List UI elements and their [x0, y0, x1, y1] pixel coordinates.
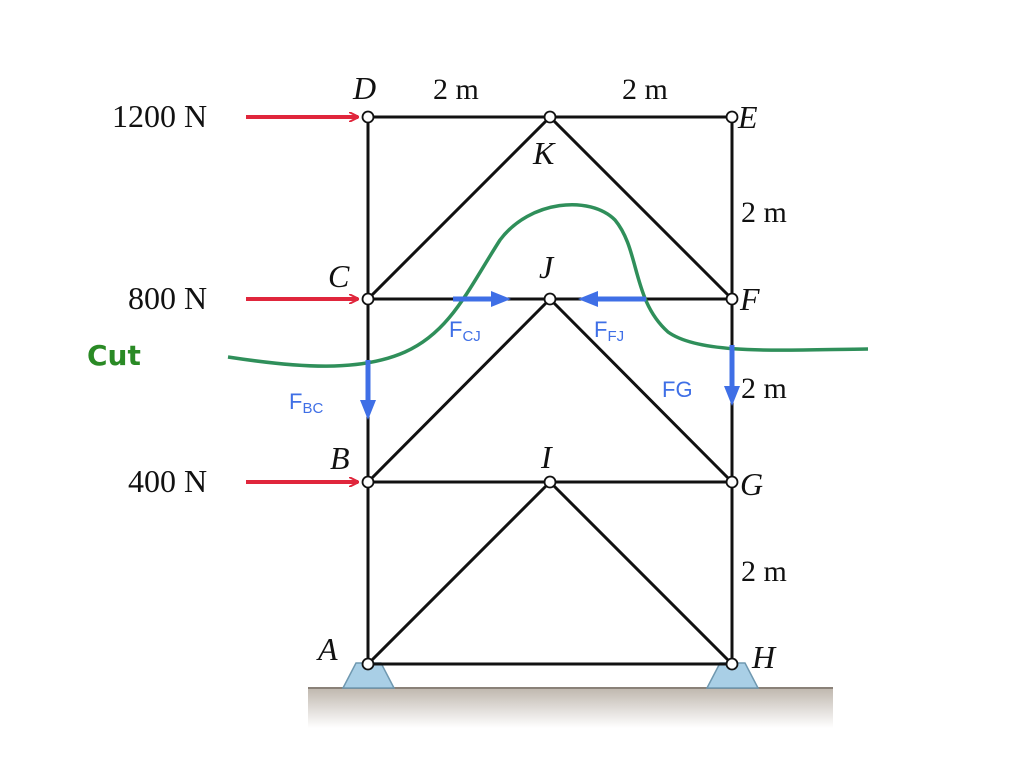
force-label-fbc: FBC [289, 389, 323, 417]
node-label-c: C [328, 258, 350, 294]
joint-g [725, 475, 739, 489]
ground [308, 688, 833, 728]
joint-b [361, 475, 375, 489]
node-label-g: G [740, 466, 763, 502]
force-label-fbc-main: F [289, 389, 302, 414]
dimension-right-fg: 2 m [741, 372, 787, 405]
force-arrows [360, 291, 740, 420]
joint-f [725, 292, 739, 306]
force-label-ffj: FFJ [594, 317, 624, 345]
truss-members [366, 115, 734, 666]
node-label-a: A [316, 631, 338, 667]
force-arrowhead-fcj [491, 291, 511, 307]
member-kf [548, 115, 734, 301]
member-ih [548, 480, 734, 666]
node-label-d: D [352, 70, 376, 106]
node-label-e: E [737, 99, 758, 135]
joint-e [725, 110, 739, 124]
force-label-fbc-sub: BC [302, 400, 323, 417]
force-label-fcj: FCJ [449, 317, 481, 345]
dimension-right-gh: 2 m [741, 555, 787, 588]
node-label-h: H [751, 639, 777, 675]
joint-a [361, 657, 375, 671]
load-label-800: 800 N [128, 280, 207, 316]
force-arrowhead-fbc [360, 400, 376, 420]
cut-label: Cut [87, 339, 141, 372]
member-jg [548, 297, 734, 484]
joint-h [725, 657, 739, 671]
dimension-right-ef: 2 m [741, 196, 787, 229]
member-ai [366, 480, 552, 666]
joint-i [543, 475, 557, 489]
member-bj [366, 297, 552, 484]
cut-line [227, 203, 869, 368]
force-arrowhead-fg [724, 386, 740, 406]
dimension-top-right: 2 m [622, 73, 668, 106]
node-label-b: B [330, 440, 350, 476]
node-label-k: K [532, 135, 556, 171]
dimension-top-left: 2 m [433, 73, 479, 106]
load-arrows [246, 117, 358, 482]
joint-c [361, 292, 375, 306]
member-ck [366, 115, 552, 301]
force-label-ffj-sub: FJ [607, 328, 624, 345]
load-label-400: 400 N [128, 463, 207, 499]
joint-k [543, 110, 557, 124]
load-label-1200: 1200 N [112, 98, 207, 134]
joint-j [543, 292, 557, 306]
force-label-fcj-sub: CJ [462, 328, 480, 345]
node-label-i: I [540, 439, 553, 475]
node-label-j: J [539, 249, 555, 285]
force-label-fg: FG [662, 377, 693, 402]
force-label-fcj-main: F [449, 317, 462, 342]
force-arrowhead-ffj [578, 291, 598, 307]
joints [361, 110, 739, 671]
support-h [705, 662, 760, 689]
joint-d [361, 110, 375, 124]
node-label-f: F [739, 281, 760, 317]
force-label-ffj-main: F [594, 317, 607, 342]
